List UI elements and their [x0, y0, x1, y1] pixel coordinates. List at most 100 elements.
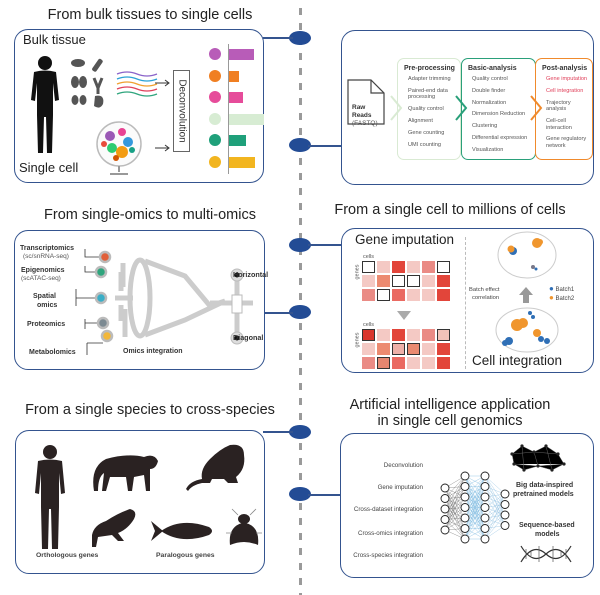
raw-reads-file-icon: [347, 79, 385, 125]
heatmap-cell: [362, 343, 375, 355]
pretrained-network-graph-icon: [510, 444, 566, 472]
nn-node: [480, 492, 490, 502]
nn-node: [440, 515, 450, 524]
heatmap-cell: [437, 357, 450, 369]
nn-edge: [444, 475, 466, 499]
timeline-dot: [289, 425, 311, 439]
stage-item: Clustering: [472, 123, 498, 130]
timeline-dot: [289, 31, 311, 45]
heatmap-cell-imputed: [437, 329, 450, 341]
heatmap-cell: [407, 261, 420, 273]
axis-genes-label: genes: [354, 332, 361, 348]
stage-item: Quality control: [408, 106, 444, 113]
deconvolution-box: Deconvolution: [173, 70, 190, 152]
connector-line: [308, 145, 341, 147]
heatmap-cell-imputed: [392, 343, 405, 355]
nn-node: [480, 534, 490, 544]
nn-edge: [484, 504, 506, 540]
stage-item: Adapter trimming: [408, 76, 451, 82]
reads-label: Reads: [352, 112, 372, 119]
single-cell-label: Single cell: [19, 160, 79, 175]
heatmap-cell: [422, 261, 435, 273]
stage-item: Double finder: [472, 87, 506, 94]
stage-preprocessing: Pre-processing Adapter trimming Paired-e…: [397, 58, 461, 160]
ai-application: Cross-species integration: [353, 552, 423, 559]
heatmap-cell: [392, 329, 405, 341]
heatmap-cell: [407, 289, 420, 301]
cell-proportion-chart: [207, 44, 264, 174]
nn-node: [480, 503, 490, 512]
nn-node: [480, 482, 490, 491]
stage-item: Paired-end data processing: [408, 87, 448, 101]
nn-node: [440, 483, 450, 493]
section-title-ai-2: in single cell genomics: [377, 413, 523, 429]
output-horizontal-label: Horizontal: [233, 270, 269, 279]
connector-line: [263, 312, 293, 314]
cell-proportion-bar: [229, 135, 246, 146]
stage-item: Visualization: [472, 146, 504, 153]
omics-panel: Transcriptomics (sc/snRNA-seq) Epigenomi…: [14, 230, 269, 370]
chevron-right-icon: [530, 95, 543, 121]
stage-item: Alignment: [408, 117, 433, 124]
pipeline-panel: Raw Reads (FASTQ) Pre-processing Adapter…: [341, 30, 594, 185]
cell-type-icon: [209, 134, 221, 146]
omics-node-epigenomics: [94, 265, 108, 279]
heatmap-cell-imputed: [362, 329, 375, 341]
neural-network-icon: [440, 471, 510, 544]
stage-item: Normalization: [472, 99, 507, 106]
nn-node: [440, 504, 450, 514]
fly-icon: [226, 508, 262, 545]
timeline-dot: [289, 238, 311, 252]
nn-edge: [444, 475, 466, 520]
nn-edge: [484, 493, 506, 529]
stage-item-highlighted: Cell integration: [546, 87, 584, 94]
connector-line: [308, 494, 341, 496]
legend-label: Batch1: [555, 287, 575, 293]
nn-node: [500, 489, 510, 499]
timeline-dot: [289, 487, 311, 501]
fish-icon: [151, 521, 212, 541]
arrow-right-icon: [155, 79, 170, 87]
organs-icon: [71, 58, 104, 108]
ai-application: Cross-dataset integration: [353, 506, 423, 513]
heatmap-cell-imputed: [377, 357, 390, 369]
divider: [465, 237, 467, 369]
bulk-tissue-label: Bulk tissue: [23, 32, 86, 47]
nn-node: [480, 471, 490, 481]
legend-marker-icon: ●: [549, 293, 554, 302]
connector-line: [263, 37, 293, 39]
arrow-right-icon: [155, 144, 170, 152]
deconvolution-label: Deconvolution: [176, 79, 187, 143]
omics-integration-diagram: [75, 249, 253, 355]
stage-item: Trajectory analysis: [546, 99, 571, 113]
gene-imputation-title: Gene imputation: [355, 232, 455, 247]
stage-item: Cell-cell interaction: [546, 117, 572, 131]
connector-line: [308, 244, 341, 246]
ai-application: Cross-omics integration: [358, 530, 423, 537]
output-diagonal-label: Diagonal: [233, 333, 264, 342]
heatmap-cell: [407, 357, 420, 369]
heatmap-cell-missing: [362, 261, 375, 273]
cell-integration-title: Cell integration: [472, 353, 563, 368]
omics-input-sub: omics: [37, 302, 58, 309]
cell-type-icon: [209, 48, 221, 60]
arrow-down-icon: [397, 311, 411, 320]
timeline-dot: [289, 305, 311, 319]
nn-node: [500, 510, 510, 520]
heatmap-cell: [422, 343, 435, 355]
heatmap-cell: [437, 343, 450, 355]
ai-application: Gene imputation: [377, 484, 423, 491]
omics-node-transcriptomics: [98, 250, 112, 264]
stage-item-highlighted: Gene imputation: [546, 76, 588, 82]
cell-proportion-bar: [229, 92, 244, 103]
batch-effect-umap: [497, 231, 557, 279]
heatmap-cell: [362, 357, 375, 369]
batch-effect-label: correlation: [472, 295, 500, 301]
nn-edge: [464, 475, 486, 508]
ai-application: Deconvolution: [383, 462, 423, 469]
nn-node: [440, 525, 450, 535]
nn-edge: [484, 493, 506, 519]
heatmap-cell: [362, 275, 375, 287]
timeline-axis: [299, 8, 302, 595]
arrow-up-icon: [519, 287, 533, 303]
